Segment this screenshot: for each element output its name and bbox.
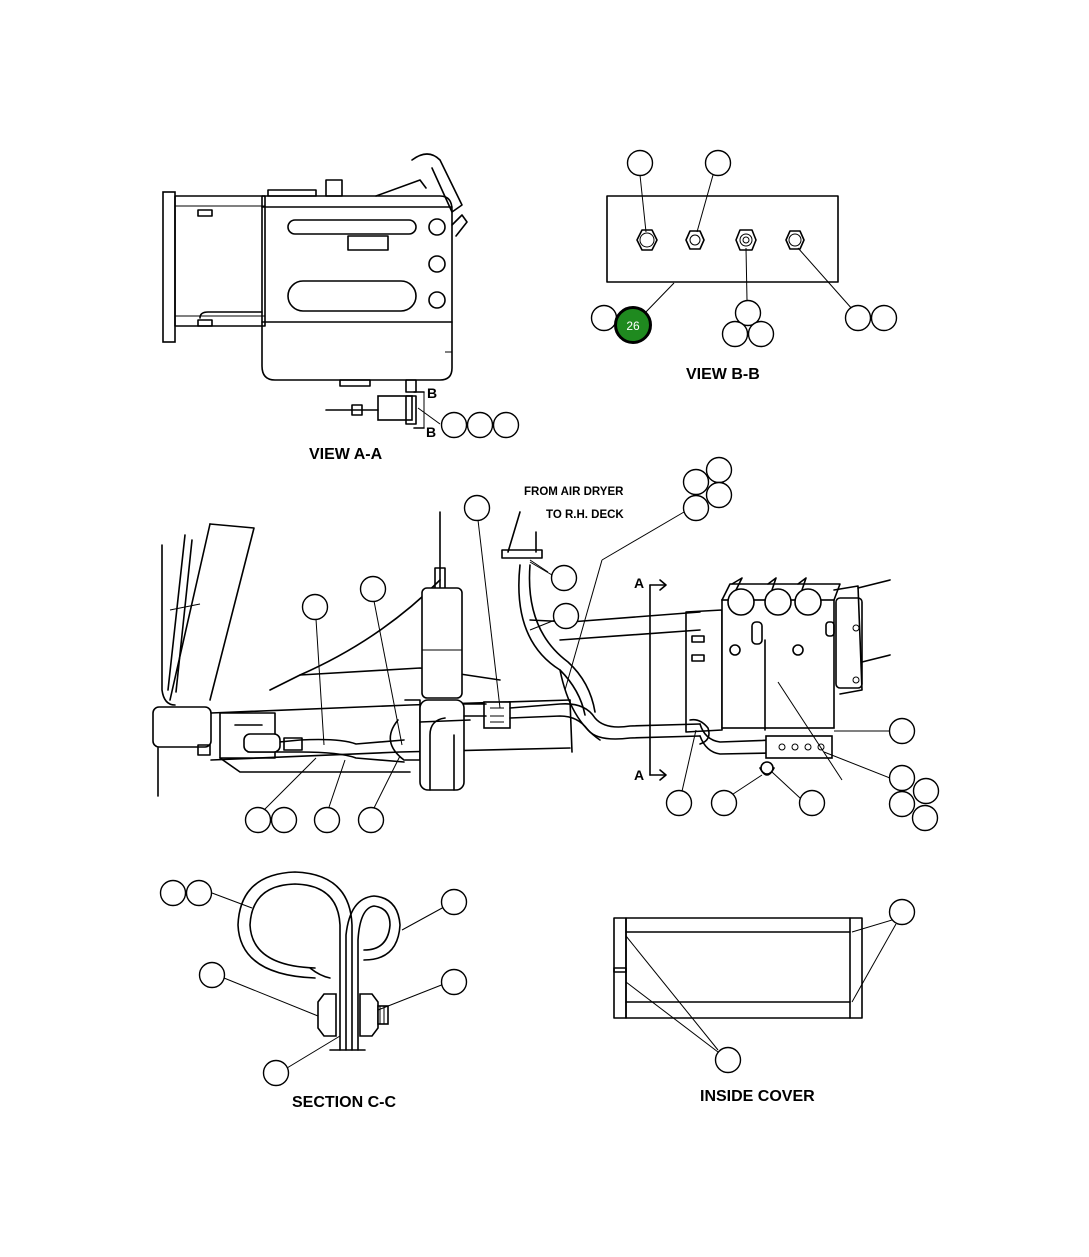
section-cc-callouts: [159, 879, 468, 1087]
note-from-air-dryer: FROM AIR DRYER: [524, 486, 624, 498]
callout-26-label: 26: [626, 319, 640, 333]
view-bb-callouts: 26: [590, 149, 898, 348]
main-assembly-callouts: [244, 456, 940, 834]
section-mark-b-top: B: [427, 385, 437, 401]
view-aa-callouts: [440, 411, 520, 439]
note-to-rh-deck: TO R.H. DECK: [546, 509, 624, 521]
caption-section-cc: SECTION C-C: [292, 1094, 396, 1111]
inside-cover-callouts: [714, 898, 916, 1074]
caption-inside-cover: INSIDE COVER: [700, 1088, 815, 1105]
caption-view-aa: VIEW A-A: [309, 446, 383, 463]
section-cc-drawing: [211, 871, 445, 1069]
callout-26-highlighted[interactable]: 26: [614, 306, 652, 344]
section-mark-a-bottom: A: [634, 767, 644, 783]
caption-view-bb: VIEW B-B: [686, 366, 760, 383]
section-mark-b-bottom: B: [426, 424, 436, 440]
inside-cover-drawing: [613, 917, 897, 1053]
view-aa-drawing: B B: [162, 153, 468, 440]
section-mark-a-top: A: [634, 575, 644, 591]
main-assembly-drawing: FROM AIR DRYER TO R.H. DECK: [152, 486, 891, 817]
view-bb-drawing: [606, 174, 854, 316]
